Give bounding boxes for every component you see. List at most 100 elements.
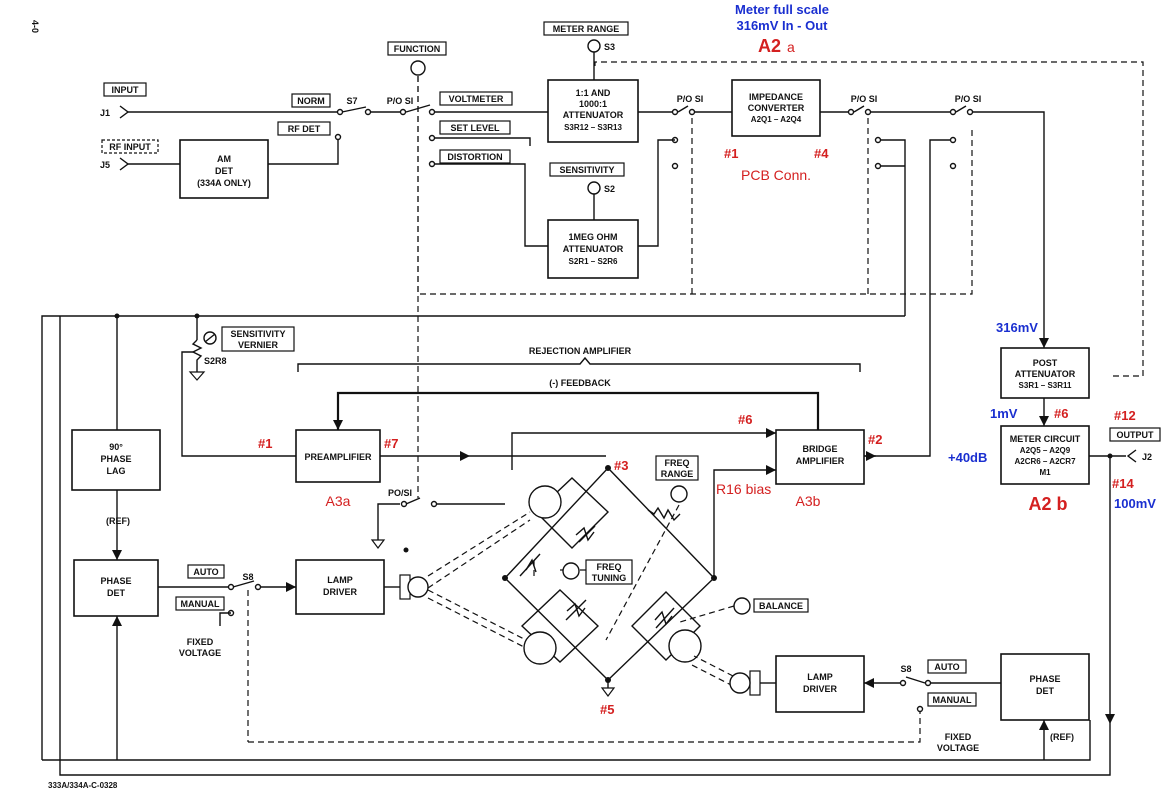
manual-left-label: MANUAL <box>175 596 225 611</box>
plus40db-annotation: +40dB <box>948 450 987 465</box>
svg-text:A2CR6 – A2CR7: A2CR6 – A2CR7 <box>1014 457 1076 466</box>
po-si-2: P/O SI <box>677 94 704 104</box>
svg-text:SET LEVEL: SET LEVEL <box>450 123 500 133</box>
svg-text:DET: DET <box>215 166 234 176</box>
attenuator-block: 1:1 AND 1000:1 ATTENUATOR S3R12 – S3R13 <box>547 79 639 143</box>
rejection-brace <box>297 356 861 372</box>
po-si-5: PO/SI <box>388 488 412 498</box>
svg-text:RF INPUT: RF INPUT <box>109 142 151 152</box>
distortion-label: DISTORTION <box>439 149 511 164</box>
a2b-annotation: A2 b <box>1028 494 1067 514</box>
svg-text:1:1 AND: 1:1 AND <box>576 88 611 98</box>
svg-text:VOLTAGE: VOLTAGE <box>179 648 221 658</box>
po-si-4: P/O SI <box>955 94 982 104</box>
svg-text:AMPLIFIER: AMPLIFIER <box>796 456 845 466</box>
svg-text:BRIDGE: BRIDGE <box>802 444 837 454</box>
svg-text:PHASE: PHASE <box>100 454 131 464</box>
svg-text:PREAMPLIFIER: PREAMPLIFIER <box>304 452 372 462</box>
svg-text:90°: 90° <box>109 442 123 452</box>
svg-text:RF DET: RF DET <box>288 124 321 134</box>
balance-knob[interactable] <box>733 597 751 615</box>
function-knob[interactable] <box>410 60 426 76</box>
phase-det-left-block: PHASE DET <box>73 559 159 617</box>
svg-text:DISTORTION: DISTORTION <box>447 152 502 162</box>
j1-label: J1 <box>100 108 110 118</box>
set-level-label: SET LEVEL <box>439 120 511 135</box>
manual-right-label: MANUAL <box>927 692 977 707</box>
pin-6-bridge: #6 <box>738 412 752 427</box>
phase-det-right-block: PHASE DET <box>1000 653 1090 721</box>
pin-1-top: #1 <box>724 146 738 161</box>
meter-full-scale-line1: Meter full scale <box>735 2 829 17</box>
svg-text:A2Q1 – A2Q4: A2Q1 – A2Q4 <box>751 115 802 124</box>
svg-text:SENSITIVITY: SENSITIVITY <box>230 329 285 339</box>
svg-text:POST: POST <box>1033 358 1058 368</box>
freq-range-label: FREQ RANGE <box>655 455 699 481</box>
freq-tuning-knob[interactable] <box>562 562 580 580</box>
svg-text:AUTO: AUTO <box>934 662 959 672</box>
ref-right-label: (REF) <box>1050 732 1074 742</box>
output-label: OUTPUT <box>1109 427 1161 442</box>
j5-connector <box>119 157 130 171</box>
pin-3: #3 <box>614 458 628 473</box>
svg-text:AM: AM <box>217 154 231 164</box>
svg-text:FREQ: FREQ <box>596 562 621 572</box>
svg-text:METER RANGE: METER RANGE <box>553 24 620 34</box>
pin-14: #14 <box>1112 476 1134 491</box>
freq-range-knob[interactable] <box>670 485 688 503</box>
svg-text:CONVERTER: CONVERTER <box>748 103 805 113</box>
svg-text:ATTENUATOR: ATTENUATOR <box>563 110 624 120</box>
s3-label: S3 <box>604 42 615 52</box>
feedback-path <box>336 391 820 430</box>
svg-text:FUNCTION: FUNCTION <box>394 44 441 54</box>
photocell-3 <box>668 629 702 663</box>
svg-text:1MEG OHM: 1MEG OHM <box>568 232 617 242</box>
svg-text:BALANCE: BALANCE <box>759 601 803 611</box>
svg-text:NORM: NORM <box>297 96 325 106</box>
s8-left-label: S8 <box>242 572 253 582</box>
preamplifier-block: PREAMPLIFIER <box>295 429 381 483</box>
svg-text:LAMP: LAMP <box>327 575 353 585</box>
s2-label: S2 <box>604 184 615 194</box>
j1-connector <box>119 105 130 119</box>
lamp-left <box>407 576 429 598</box>
sensitivity-knob[interactable] <box>587 181 601 195</box>
pcb-conn-annotation: PCB Conn. <box>741 167 811 183</box>
pin-4-top: #4 <box>814 146 829 161</box>
svg-text:DET: DET <box>107 588 126 598</box>
fixed-left-label: FIXED <box>187 637 214 647</box>
dashed-frame-bottom <box>417 76 973 295</box>
svg-text:INPUT: INPUT <box>112 85 140 95</box>
j2-label: J2 <box>1142 452 1152 462</box>
auto-right-label: AUTO <box>927 659 967 674</box>
v100mv-annotation: 100mV <box>1114 496 1156 511</box>
lamp-driver-left-block: LAMP DRIVER <box>295 559 385 615</box>
svg-text:FREQ: FREQ <box>664 458 689 468</box>
meter-range-label: METER RANGE <box>543 21 629 36</box>
meg-ohm-attenuator-block: 1MEG OHM ATTENUATOR S2R1 – S2R6 <box>547 219 639 279</box>
post-attenuator-block: POST ATTENUATOR S3R1 – S3R11 <box>1000 347 1090 399</box>
photocell-2 <box>523 631 557 665</box>
bridge-amplifier-block: BRIDGE AMPLIFIER <box>775 429 865 485</box>
photocell-1 <box>528 485 562 519</box>
dashed-frame-top <box>594 61 1144 377</box>
rejection-amp-label: REJECTION AMPLIFIER <box>529 346 632 356</box>
lamp-right <box>729 672 751 694</box>
svg-text:OUTPUT: OUTPUT <box>1117 430 1155 440</box>
meter-range-knob[interactable] <box>587 39 601 53</box>
pin-7-preamp: #7 <box>384 436 398 451</box>
svg-text:DRIVER: DRIVER <box>803 684 838 694</box>
j5-label: J5 <box>100 160 110 170</box>
po-si-3: P/O SI <box>851 94 878 104</box>
svg-text:M1: M1 <box>1039 468 1051 477</box>
a3a-annotation: A3a <box>326 493 351 509</box>
po-si-1: P/O SI <box>387 96 414 106</box>
svg-text:SENSITIVITY: SENSITIVITY <box>559 165 614 175</box>
svg-text:DET: DET <box>1036 686 1055 696</box>
s7-label: S7 <box>346 96 357 106</box>
svg-text:AUTO: AUTO <box>193 567 218 577</box>
svg-text:S3R12 – S3R13: S3R12 – S3R13 <box>564 123 622 132</box>
v316-annotation: 316mV <box>996 320 1038 335</box>
